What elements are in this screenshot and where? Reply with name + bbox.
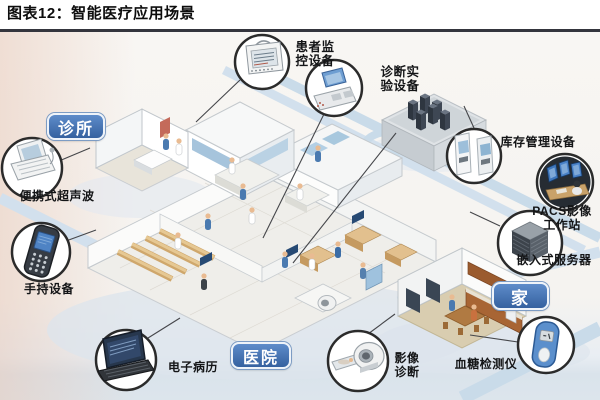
inventory-cabinets-icon: [454, 132, 494, 176]
embedded-server-label: 嵌入式服务器: [516, 253, 592, 267]
callout-imaging-diagnosis: [326, 329, 390, 393]
cubicle-rows: [116, 228, 216, 282]
callout-portable-ultrasound: [0, 136, 64, 200]
desktop-computer-icon: [97, 329, 155, 382]
lab-analyzer-icon: [313, 67, 357, 111]
hospital-building: [86, 101, 438, 353]
clinic-building: [94, 108, 190, 192]
server-cube-icon: [511, 221, 549, 262]
patient-monitor-label: 患者监 控设备: [295, 40, 335, 69]
callout-handheld-device: [10, 221, 72, 283]
figure-title: 图表12：智能医疗应用场景: [7, 5, 196, 22]
server-racks: [408, 93, 450, 131]
mri-room: [294, 283, 352, 313]
handheld-terminal-icon: [23, 224, 60, 278]
handheld-device-label: 手持设备: [23, 282, 74, 296]
glucose-meter-label: 血糖检测仪: [454, 357, 518, 371]
scene-illustration: 患者监 控设备 诊断实 验设备 库存管理设备 PACS影像 工作站 嵌入式服务器…: [0, 32, 600, 400]
callout-glucose-meter: [516, 315, 576, 375]
hospital-badge: 医院: [231, 342, 291, 369]
portable-ultrasound-label: 便携式超声波: [19, 189, 95, 203]
wall-screens: [200, 210, 383, 291]
mri-scanner-icon: [331, 341, 385, 373]
isometric-scene: [0, 33, 600, 400]
callout-pacs-workstation: [535, 152, 595, 212]
pacs-workstation-label: PACS影像 工作站: [532, 204, 592, 232]
patient-monitor-icon: [245, 40, 284, 75]
title-divider: [0, 29, 600, 32]
imaging-diagnosis-label: 影像 诊断: [394, 351, 420, 379]
callout-inventory: [445, 127, 503, 185]
glucose-meter-icon: [531, 321, 560, 368]
clinic-badge: 诊所: [47, 113, 105, 140]
callout-lab-equipment: [304, 58, 364, 118]
hospital-people: [174, 145, 366, 290]
callout-patient-monitor: [233, 33, 291, 91]
portable-ultrasound-icon: [10, 138, 56, 181]
callout-embedded-server: [496, 209, 564, 277]
lab-equipment-label: 诊断实 验设备: [380, 65, 420, 94]
inventory-label: 库存管理设备: [500, 135, 576, 149]
pacs-monitors-icon: [539, 156, 591, 208]
emr-label: 电子病历: [167, 360, 218, 374]
connector-lines: [58, 79, 519, 343]
callout-circles: [0, 33, 595, 393]
callout-emr: [94, 328, 158, 392]
home-badge: 家: [492, 282, 549, 310]
